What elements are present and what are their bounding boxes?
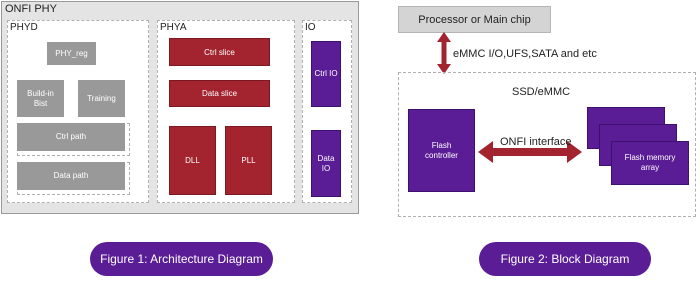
training-block: Training <box>78 80 125 117</box>
bus-arrow-head-down <box>437 64 451 74</box>
onfi-arrow-shaft <box>490 148 570 156</box>
ssd-emmc-container <box>398 72 696 217</box>
phya-label: PHYA <box>160 22 187 33</box>
ctrl-path-block: Ctrl path <box>17 123 125 151</box>
onfi-arrow-head-left <box>478 141 493 163</box>
pll-block: PLL <box>225 126 272 195</box>
data-slice-block: Data slice <box>169 80 270 107</box>
phy-reg-block: PHY_reg <box>47 42 96 65</box>
processor-block: Processor or Main chip <box>398 6 551 33</box>
flash-memory-array-block: Flash memory array <box>611 141 689 185</box>
onfi-interface-label: ONFI interface <box>500 136 572 148</box>
dll-block: DLL <box>169 126 216 195</box>
build-in-bist-block: Build-in Bist <box>17 80 64 117</box>
data-path-block: Data path <box>17 162 125 190</box>
bus-double-arrow <box>437 32 451 74</box>
ctrl-io-block: Ctrl IO <box>311 41 341 107</box>
bus-arrow-head-up <box>437 32 451 42</box>
bus-arrow-shaft <box>441 38 447 68</box>
figure2-caption: Figure 2: Block Diagram <box>479 242 651 276</box>
data-io-block: Data IO <box>311 130 341 197</box>
onfi-interface-double-arrow <box>478 141 582 163</box>
figure1-caption: Figure 1: Architecture Diagram <box>90 242 273 276</box>
ssd-emmc-label: SSD/eMMC <box>512 86 571 98</box>
ctrl-slice-block: Ctrl slice <box>169 38 270 66</box>
io-label: IO <box>305 22 316 33</box>
flash-controller-block: Flash controller <box>408 109 475 192</box>
onfi-phy-title: ONFI PHY <box>5 3 57 15</box>
bus-label: eMMC I/O,UFS,SATA and etc <box>453 48 597 60</box>
phyd-label: PHYD <box>10 22 38 33</box>
onfi-arrow-head-right <box>567 141 582 163</box>
